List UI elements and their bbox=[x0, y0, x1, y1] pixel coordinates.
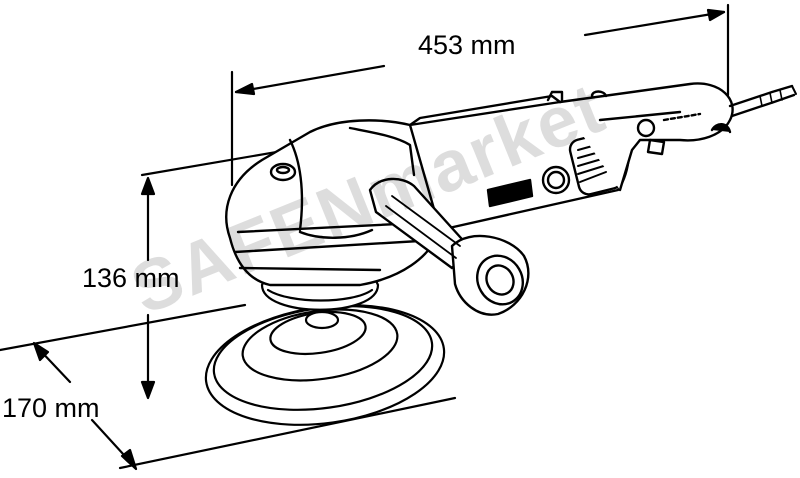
length-dimension-line-left bbox=[234, 64, 386, 94]
height-dimension-label: 136 mm bbox=[82, 263, 180, 293]
dimension-arrow-icon bbox=[140, 176, 156, 196]
brand-plate bbox=[486, 178, 534, 208]
trigger-lock-icon bbox=[636, 118, 656, 138]
dimension-arrow-icon bbox=[120, 448, 138, 471]
dimension-arrow-icon bbox=[140, 380, 156, 400]
dimension-arrow-icon bbox=[706, 8, 726, 22]
width-extension-top bbox=[0, 303, 247, 352]
side-handle bbox=[368, 177, 530, 316]
length-dimension-label: 453 mm bbox=[418, 30, 516, 60]
dimension-arrow-icon bbox=[234, 82, 256, 96]
width-extension-bottom bbox=[118, 396, 457, 470]
gear-housing bbox=[225, 119, 447, 287]
trigger-icon bbox=[646, 138, 666, 156]
width-dimension-label: 170 mm bbox=[2, 393, 100, 423]
dimension-lines bbox=[0, 3, 730, 471]
rear-handle bbox=[546, 82, 797, 192]
polishing-pad bbox=[204, 304, 446, 426]
length-dimension-line-right bbox=[583, 10, 726, 37]
dimension-arrow-icon bbox=[32, 341, 50, 362]
